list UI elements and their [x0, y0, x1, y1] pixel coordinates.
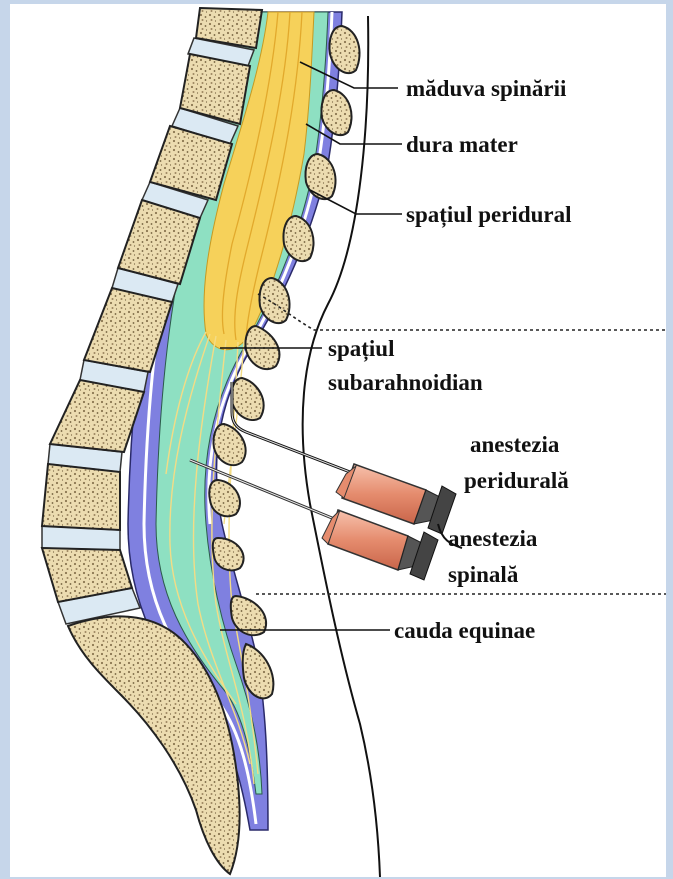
label-epidural-space: spațiul peridural — [406, 202, 572, 228]
spine-anesthesia-diagram: măduva spinării dura mater spațiul perid… — [10, 4, 666, 877]
diagram-frame: măduva spinării dura mater spațiul perid… — [10, 4, 666, 877]
label-dura-mater: dura mater — [406, 132, 518, 157]
label-spinal-anesthesia-line1: anestezia — [448, 526, 538, 551]
label-cauda-equina: cauda equinae — [394, 618, 535, 643]
label-epidural-anesthesia-line2: peridurală — [464, 468, 569, 493]
label-subarachnoid-line2: subarahnoidian — [328, 370, 483, 395]
label-subarachnoid-line1: spațiul — [328, 336, 394, 362]
label-epidural-anesthesia-line1: anestezia — [470, 432, 560, 457]
label-spinal-anesthesia-line2: spinală — [448, 562, 519, 587]
label-spinal-cord: măduva spinării — [406, 76, 567, 101]
